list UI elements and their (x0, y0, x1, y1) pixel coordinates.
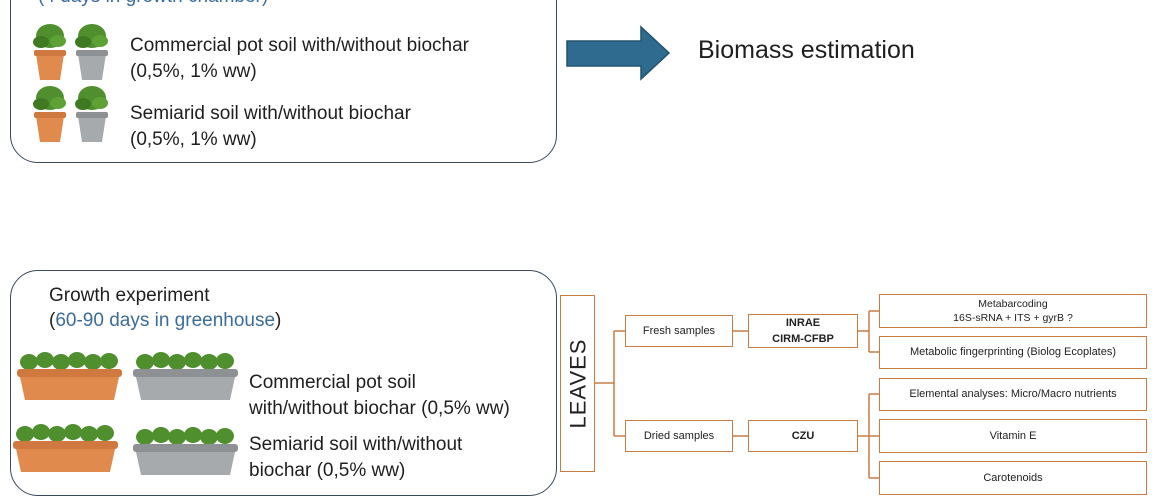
metabolic-fingerprinting-box: Metabolic fingerprinting (Biolog Ecoplat… (879, 336, 1147, 369)
vitamin-e-box: Vitamin E (879, 419, 1147, 453)
growth-item-commercial: Commercial pot soil with/without biochar… (249, 370, 510, 422)
leaves-root-box: LEAVES (560, 295, 595, 472)
pot-item-semiarid-line1: Semiarid soil with/without biochar (130, 103, 411, 124)
pot-item-semiarid-line2: (0,5%, 1% ww) (130, 129, 257, 150)
growth-experiment-duration: (60-90 days in greenhouse) (49, 310, 282, 331)
dried-samples-box: Dried samples (625, 420, 733, 452)
growth-duration-value: 60-90 days in greenhouse (55, 310, 276, 331)
biomass-estimation-label: Biomass estimation (698, 36, 915, 64)
lab-inrae-box: INRAE CIRM-CFBP (748, 314, 858, 348)
growth-item-commercial-line1: Commercial pot soil (249, 372, 416, 393)
pot-item-semiarid: Semiarid soil with/without biochar (0,5%… (130, 101, 411, 153)
elemental-analyses-box: Elemental analyses: Micro/Macro nutrient… (879, 378, 1147, 411)
growth-item-commercial-line2: with/without biochar (0,5% ww) (249, 398, 510, 419)
growth-item-semiarid-line1: Semiarid soil with/without (249, 434, 463, 455)
fresh-samples-box: Fresh samples (625, 315, 733, 347)
growth-item-semiarid-line2: biochar (0,5% ww) (249, 460, 406, 481)
lab-czu-box: CZU (748, 420, 858, 452)
growth-item-semiarid: Semiarid soil with/without biochar (0,5%… (249, 432, 462, 484)
pot-item-commercial: Commercial pot soil with/without biochar… (130, 33, 469, 85)
pot-item-commercial-line1: Commercial pot soil with/without biochar (130, 35, 469, 56)
leaves-root-label: LEAVES (565, 338, 591, 429)
pot-experiment-duration: (4 days in growth chamber) (38, 0, 268, 10)
carotenoids-box: Carotenoids (879, 461, 1147, 495)
metabarcoding-box: Metabarcoding 16S-sRNA + ITS + gyrB ? (879, 294, 1147, 328)
growth-experiment-title: Growth experiment (49, 285, 210, 306)
pot-item-commercial-line2: (0,5%, 1% ww) (130, 61, 257, 82)
